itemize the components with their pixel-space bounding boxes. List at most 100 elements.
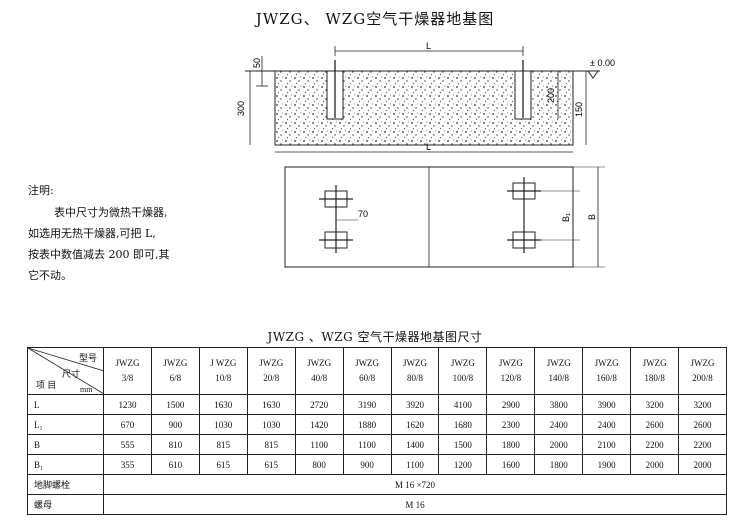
table-cell: 3920 bbox=[390, 394, 440, 415]
table-cell: 2300 bbox=[486, 414, 536, 435]
notes-header: 注明: bbox=[28, 184, 54, 197]
table-cell: 3800 bbox=[534, 394, 584, 415]
table-cell: 2200 bbox=[630, 434, 680, 455]
table-cell: 3200 bbox=[678, 394, 727, 415]
table-cell: 2600 bbox=[678, 414, 727, 435]
table-cell: 2200 bbox=[678, 434, 727, 455]
table-cell: 1400 bbox=[390, 434, 440, 455]
table-cell: 670 bbox=[103, 414, 152, 435]
table-cell: 1100 bbox=[390, 454, 440, 475]
table-cell: 615 bbox=[246, 454, 296, 475]
table-cell: 2720 bbox=[294, 394, 344, 415]
table-cell: 815 bbox=[246, 434, 296, 455]
table-cell: 1200 bbox=[438, 454, 488, 475]
table-cell: 1800 bbox=[534, 454, 584, 475]
row-label: B₁ bbox=[27, 454, 104, 475]
corner-unit-label: mm bbox=[80, 385, 93, 394]
table-cell: 1100 bbox=[342, 434, 392, 455]
table-cell: 2100 bbox=[582, 434, 632, 455]
table-row-bolt: 地脚螺栓 M 16 ×720 bbox=[27, 474, 727, 495]
corner-model-label: 型号 bbox=[78, 353, 97, 363]
table-cell: 2000 bbox=[630, 454, 680, 475]
row-label: L bbox=[27, 394, 104, 415]
table-title: JWZG 、WZG 空气干燥器地基图尺寸 bbox=[267, 330, 483, 344]
corner-size-label: 尺寸 bbox=[62, 369, 81, 379]
table-cell: 1230 bbox=[103, 394, 152, 415]
table-cell: 900 bbox=[150, 414, 200, 435]
table-cell: 615 bbox=[198, 454, 248, 475]
table-cell: 1500 bbox=[438, 434, 488, 455]
table-cell: 1630 bbox=[198, 394, 248, 415]
notes-line: 它不动。 bbox=[28, 269, 72, 282]
row-label: L₁ bbox=[27, 414, 104, 435]
table-row: B₁ 355 610 615 615 800 900 1100 1200 160… bbox=[27, 454, 727, 475]
table-cell: 1680 bbox=[438, 414, 488, 435]
notes-line: 表中尺寸为微热干燥器, bbox=[54, 206, 168, 219]
table-cell: 1620 bbox=[390, 414, 440, 435]
table-row: B 555 810 815 815 1100 1100 1400 1500 18… bbox=[27, 434, 727, 455]
dim-mid-L: L bbox=[426, 142, 431, 152]
table-cell: 2400 bbox=[534, 414, 584, 435]
table-cell: 2000 bbox=[534, 434, 584, 455]
section-view bbox=[245, 46, 600, 153]
table-cell: 3900 bbox=[582, 394, 632, 415]
plan-view bbox=[284, 166, 605, 268]
notes-line: 按表中数值减去 200 即可,其 bbox=[28, 248, 170, 261]
bolt-label: 地脚螺栓 bbox=[27, 474, 104, 495]
notes-block: 注明: 表中尺寸为微热干燥器, 如选用无热干燥器,可把 L, 按表中数值减去 2… bbox=[28, 180, 178, 286]
nut-label: 螺母 bbox=[27, 494, 104, 515]
table-cell: 1420 bbox=[294, 414, 344, 435]
table-cell: 800 bbox=[294, 454, 344, 475]
table-cell: 1630 bbox=[246, 394, 296, 415]
row-label: B bbox=[27, 434, 104, 455]
table-cell: 1900 bbox=[582, 454, 632, 475]
table-cell: 1100 bbox=[294, 434, 344, 455]
dim-B1: B₁ bbox=[561, 213, 571, 222]
bolt-value: M 16 ×720 bbox=[103, 474, 727, 495]
table-cell: 1800 bbox=[486, 434, 536, 455]
table-cell: 2000 bbox=[678, 454, 727, 475]
dim-B: B bbox=[587, 214, 597, 220]
table-cell: 3190 bbox=[342, 394, 392, 415]
table-cell: 810 bbox=[150, 434, 200, 455]
table-row-nut: 螺母 M 16 bbox=[27, 494, 727, 515]
dim-top-L: L bbox=[426, 41, 431, 51]
table-cell: 1880 bbox=[342, 414, 392, 435]
table-cell: 2900 bbox=[486, 394, 536, 415]
table-row: L 1230 1500 1630 1630 2720 3190 3920 410… bbox=[27, 394, 727, 415]
corner-item-label: 项 目 bbox=[36, 380, 57, 390]
table-cell: 4100 bbox=[438, 394, 488, 415]
table-cell: 815 bbox=[198, 434, 248, 455]
corner-diagonals bbox=[28, 348, 103, 394]
notes-line: 如选用无热干燥器,可把 L, bbox=[28, 227, 156, 240]
dim-200: 200 bbox=[546, 88, 556, 103]
table-cell: 2400 bbox=[582, 414, 632, 435]
table-cell: 1030 bbox=[198, 414, 248, 435]
dim-50: 50 bbox=[252, 58, 262, 68]
table-cell: 900 bbox=[342, 454, 392, 475]
table-row: L₁ 670 900 1030 1030 1420 1880 1620 1680… bbox=[27, 414, 727, 435]
table-cell: 2600 bbox=[630, 414, 680, 435]
table-cell: 555 bbox=[103, 434, 152, 455]
dim-150: 150 bbox=[574, 102, 584, 117]
nut-value: M 16 bbox=[103, 494, 727, 515]
dim-300: 300 bbox=[236, 101, 246, 116]
datum-label: ± 0.00 bbox=[590, 58, 615, 68]
table-cell: 1600 bbox=[486, 454, 536, 475]
foundation-drawing: L L 50 300 200 150 ± 0.00 70 B₁ B bbox=[236, 41, 615, 268]
table-cell: 610 bbox=[150, 454, 200, 475]
page-title: JWZG、 WZG空气干燥器地基图 bbox=[255, 10, 495, 28]
table-cell: 1030 bbox=[246, 414, 296, 435]
